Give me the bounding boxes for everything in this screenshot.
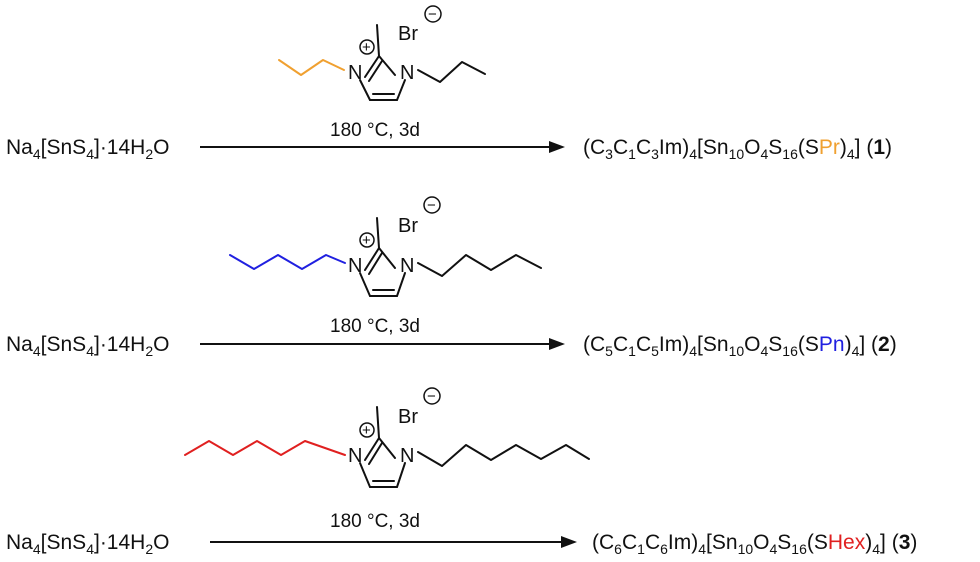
ring-bond xyxy=(378,247,396,269)
ring-bond xyxy=(364,247,380,271)
arrow-head-icon xyxy=(549,338,565,350)
nitrogen-left: N xyxy=(348,62,362,84)
plus-sign: + xyxy=(362,422,371,439)
hexyl-chain-right xyxy=(417,444,590,467)
ring-bond xyxy=(396,462,406,488)
arrow-head-icon xyxy=(561,536,577,548)
ring-bond xyxy=(378,437,396,459)
ring-bond xyxy=(396,79,406,101)
compound-number-1: 1 xyxy=(873,136,885,159)
methyl-bond xyxy=(376,24,380,57)
reactant-2: Na4[SnS4]·14H2O xyxy=(6,333,169,359)
reactant-1: Na4[SnS4]·14H2O xyxy=(6,136,169,162)
ring-bond xyxy=(359,462,371,488)
ring-bond xyxy=(364,437,380,461)
compound-number-3: 3 xyxy=(899,531,911,554)
minus-charge-icon xyxy=(423,196,441,214)
plus-sign: + xyxy=(362,232,371,249)
conditions-1: 180 °C, 3d xyxy=(330,120,420,141)
plus-charge-icon xyxy=(359,39,375,55)
arrow-head-icon xyxy=(549,141,565,153)
propyl-chain-left xyxy=(278,59,345,76)
bromide-label: Br xyxy=(398,23,418,45)
ring-bond xyxy=(364,55,380,78)
minus-charge-icon xyxy=(423,387,441,405)
methyl-bond xyxy=(376,406,380,439)
ring-double-bond xyxy=(368,252,383,275)
ring-bond xyxy=(359,79,371,101)
compound-number-2: 2 xyxy=(878,333,890,356)
ring-bond xyxy=(396,272,406,297)
bromide-label: Br xyxy=(398,406,418,428)
product-3: (C6C1C6Im)4[Sn10O4S16(SHex)4] (3) xyxy=(592,531,917,557)
ligand-3: Hex xyxy=(828,531,866,554)
reaction-3: N N + Br − 180 °C, 3d Na4[SnS4]·14H2O (C… xyxy=(6,387,917,557)
bromide-label: Br xyxy=(398,215,418,237)
minus-sign: − xyxy=(428,6,437,23)
propyl-chain-right xyxy=(417,61,486,83)
product-2: (C5C1C5Im)4[Sn10O4S16(SPn)4] (2) xyxy=(583,333,897,359)
nitrogen-right: N xyxy=(400,445,414,467)
plus-sign: + xyxy=(362,39,371,56)
nitrogen-right: N xyxy=(400,62,414,84)
conditions-3: 180 °C, 3d xyxy=(330,511,420,532)
reaction-2: N N + Br − 180 °C, 3d Na4[SnS4]·14H2O (C… xyxy=(6,196,897,359)
ring-bond xyxy=(378,55,396,76)
nitrogen-left: N xyxy=(348,255,362,277)
nitrogen-left: N xyxy=(348,445,362,467)
pentyl-chain-right xyxy=(417,254,542,277)
ring-double-bond xyxy=(368,442,383,465)
imidazolium-salt-3: N N + Br − xyxy=(184,387,590,488)
ligand-1: Pr xyxy=(819,136,840,159)
product-1: (C3C1C3Im)4[Sn10O4S16(SPr)4] (1) xyxy=(583,136,892,162)
ring-bond xyxy=(359,272,371,297)
ligand-2: Pn xyxy=(819,333,845,356)
plus-charge-icon xyxy=(359,422,375,438)
minus-sign: − xyxy=(427,197,436,214)
hexyl-chain-left xyxy=(184,440,346,456)
imidazolium-salt-2: N N + Br − xyxy=(229,196,542,297)
ring-double-bond xyxy=(368,60,383,82)
minus-charge-icon xyxy=(424,5,442,23)
conditions-2: 180 °C, 3d xyxy=(330,316,420,337)
reaction-1: N N + Br − 180 °C, 3d Na4[SnS4]·14H2O (C… xyxy=(6,5,892,162)
methyl-bond xyxy=(376,217,380,249)
reactant-3: Na4[SnS4]·14H2O xyxy=(6,531,169,557)
minus-sign: − xyxy=(427,388,436,405)
pentyl-chain-left xyxy=(229,254,346,270)
nitrogen-right: N xyxy=(400,255,414,277)
imidazolium-salt-1: N N + Br − xyxy=(278,5,486,101)
plus-charge-icon xyxy=(359,232,375,248)
